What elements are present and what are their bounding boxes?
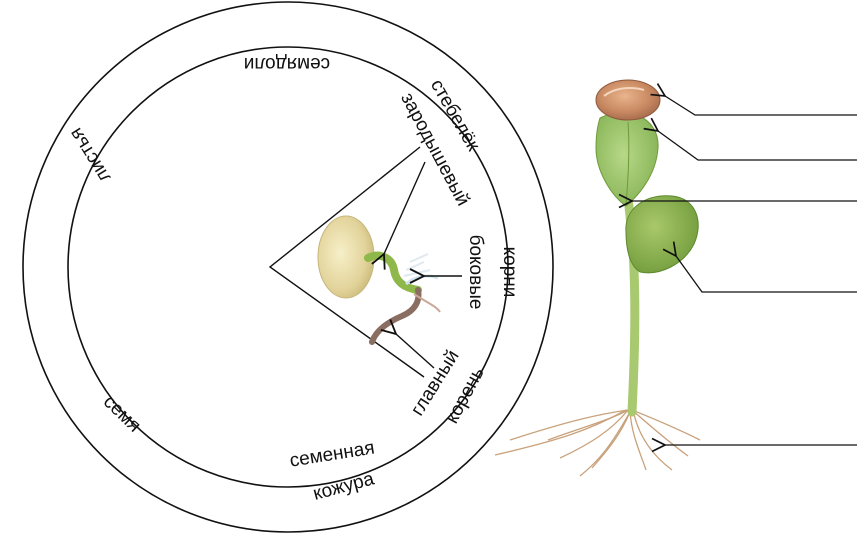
label-seed-coat-2: кожура bbox=[311, 468, 377, 505]
label-seed-coat-1: семенная bbox=[288, 438, 376, 472]
label-lateral-roots-2: корни bbox=[499, 247, 520, 298]
answer-line-4 bbox=[676, 256, 857, 292]
arrow-embryonic-stem bbox=[384, 162, 425, 254]
arrow-main-root bbox=[396, 334, 434, 368]
label-seed: семя bbox=[99, 391, 145, 436]
answer-line-2 bbox=[658, 131, 857, 160]
label-cotyledons: семядоли bbox=[244, 53, 330, 74]
answer-line-1 bbox=[665, 96, 857, 115]
label-leaves: листья bbox=[66, 124, 116, 186]
label-lateral-roots-1: боковые bbox=[465, 235, 486, 310]
germinating-seed-image bbox=[318, 216, 440, 342]
